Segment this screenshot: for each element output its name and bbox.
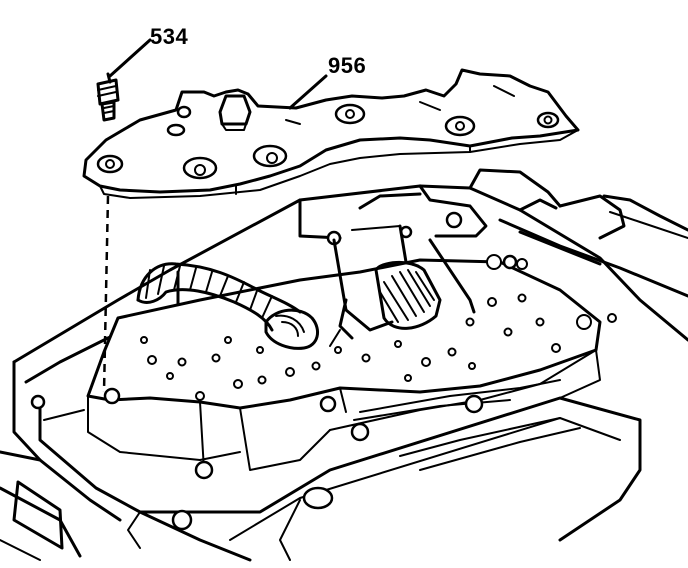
wiring-harness <box>136 262 320 350</box>
solenoid-assembly <box>329 224 476 347</box>
leader-line-956 <box>288 74 328 110</box>
callout-534: 534 <box>150 24 189 49</box>
leader-line-534 <box>108 38 152 78</box>
bolt-534 <box>96 72 120 122</box>
valve-body-plate <box>30 211 617 531</box>
cover-956 <box>82 68 580 199</box>
transmission-case <box>0 168 688 562</box>
callout-956: 956 <box>328 53 367 78</box>
case-details <box>43 409 581 561</box>
alignment-guide-line <box>102 195 110 393</box>
